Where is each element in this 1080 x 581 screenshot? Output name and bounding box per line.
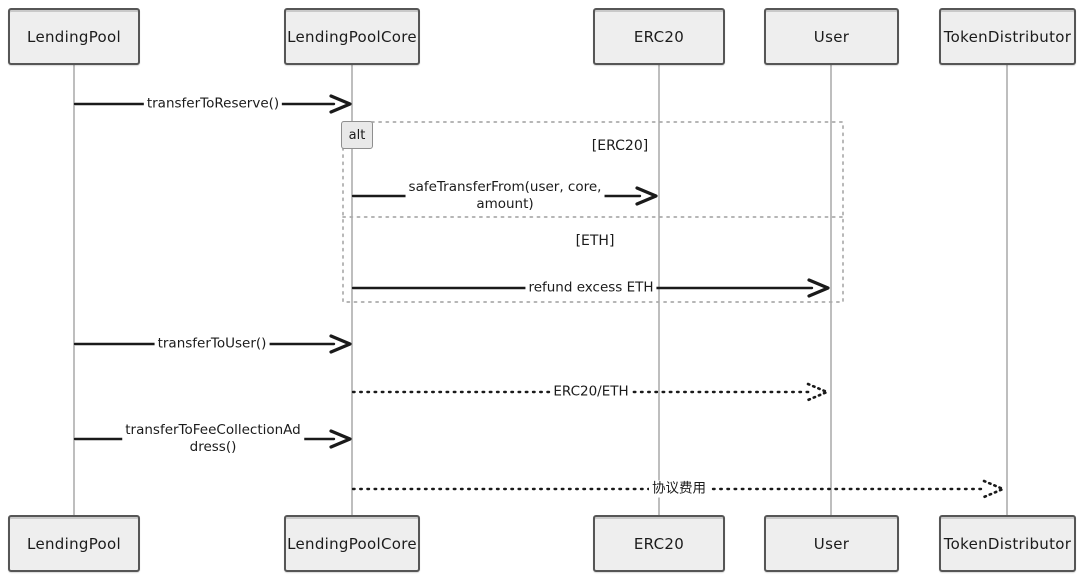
alt-frame-border [342, 121, 844, 303]
arrow-transferToReserve-head [329, 94, 352, 114]
actor-bottom-user: User [764, 515, 899, 572]
actor-bottom-tokendistributor: TokenDistributor [939, 515, 1076, 572]
message-label-transferToReserve: transferToReserve() [143, 95, 283, 113]
actor-top-lendingpool: LendingPool [8, 8, 140, 65]
actor-bottom-erc20: ERC20 [593, 515, 725, 572]
message-label-transferToFeeCollectionAddress: transferToFeeCollectionAd dress() [122, 422, 304, 456]
arrow-protocol-fee-head [982, 479, 1005, 499]
message-label-safeTransferFrom-line1: safeTransferFrom(user, core, [408, 179, 602, 195]
actor-top-tokendistributor: TokenDistributor [939, 8, 1076, 65]
actor-top-erc20: ERC20 [593, 8, 725, 65]
actor-top-user: User [764, 8, 899, 65]
actor-top-lendingpoolcore: LendingPoolCore [284, 8, 420, 65]
message-label-protocol-fee: 协议费用 [649, 480, 709, 498]
message-label-transferToFeeCollectionAddress-line2: dress() [189, 439, 237, 455]
message-label-transferToUser: transferToUser() [154, 335, 270, 353]
arrow-transferToFeeCollectionAddress-head [329, 429, 352, 449]
arrow-erc20eth-head [806, 382, 829, 402]
alt-condition-erc20: [ERC20] [591, 138, 649, 154]
alt-condition-eth: [ETH] [575, 233, 615, 249]
message-label-safeTransferFrom: safeTransferFrom(user, core, amount) [405, 179, 605, 213]
alt-frame [342, 121, 844, 303]
message-label-safeTransferFrom-line2: amount) [476, 196, 534, 212]
arrow-safeTransferFrom-head [635, 186, 658, 206]
message-label-transferToFeeCollectionAddress-line1: transferToFeeCollectionAd [125, 422, 301, 438]
solid-arrows [73, 94, 830, 449]
message-label-refund-excess-eth: refund excess ETH [525, 279, 657, 297]
arrow-transferToUser-head [329, 334, 352, 354]
alt-fragment-tab: alt [341, 121, 373, 149]
arrow-refundExcessEth-head [807, 278, 830, 298]
actor-bottom-lendingpoolcore: LendingPoolCore [284, 515, 420, 572]
actor-bottom-lendingpool: LendingPool [8, 515, 140, 572]
message-label-erc20-eth: ERC20/ETH [550, 383, 632, 401]
